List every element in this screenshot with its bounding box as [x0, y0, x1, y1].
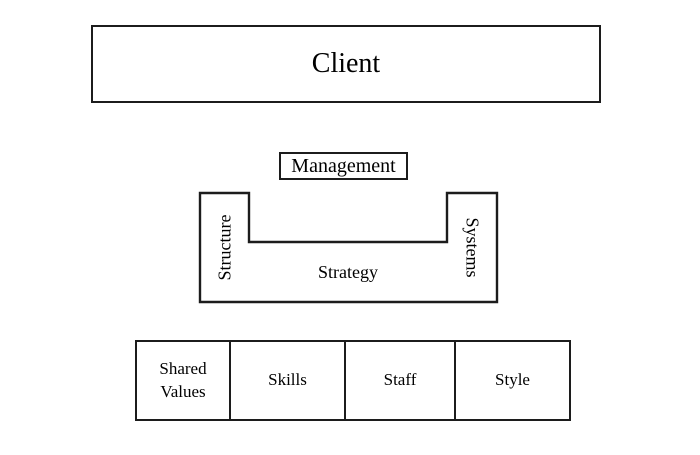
skills-label: Skills — [268, 370, 307, 390]
skills-box: Skills — [229, 342, 344, 419]
strategy-label: Strategy — [318, 261, 378, 282]
systems-cell: Systems — [447, 193, 497, 302]
client-box: Client — [91, 25, 601, 103]
systems-label: Systems — [462, 217, 483, 278]
management-box: Management — [279, 152, 408, 180]
strategy-cell: Strategy — [249, 242, 447, 302]
u-shape-group: Structure Strategy Systems — [198, 190, 500, 304]
structure-label: Structure — [214, 214, 235, 281]
bottom-row: Shared Values Skills Staff Style — [135, 340, 571, 421]
management-label: Management — [291, 154, 396, 177]
u-shape-outline — [198, 191, 499, 304]
shared-values-box: Shared Values — [137, 342, 229, 419]
shared-values-label: Shared Values — [159, 358, 207, 401]
structure-cell: Structure — [200, 193, 249, 302]
staff-label: Staff — [383, 370, 417, 390]
style-label: Style — [495, 370, 530, 390]
staff-box: Staff — [344, 342, 454, 419]
style-box: Style — [454, 342, 569, 419]
client-label: Client — [311, 48, 381, 79]
